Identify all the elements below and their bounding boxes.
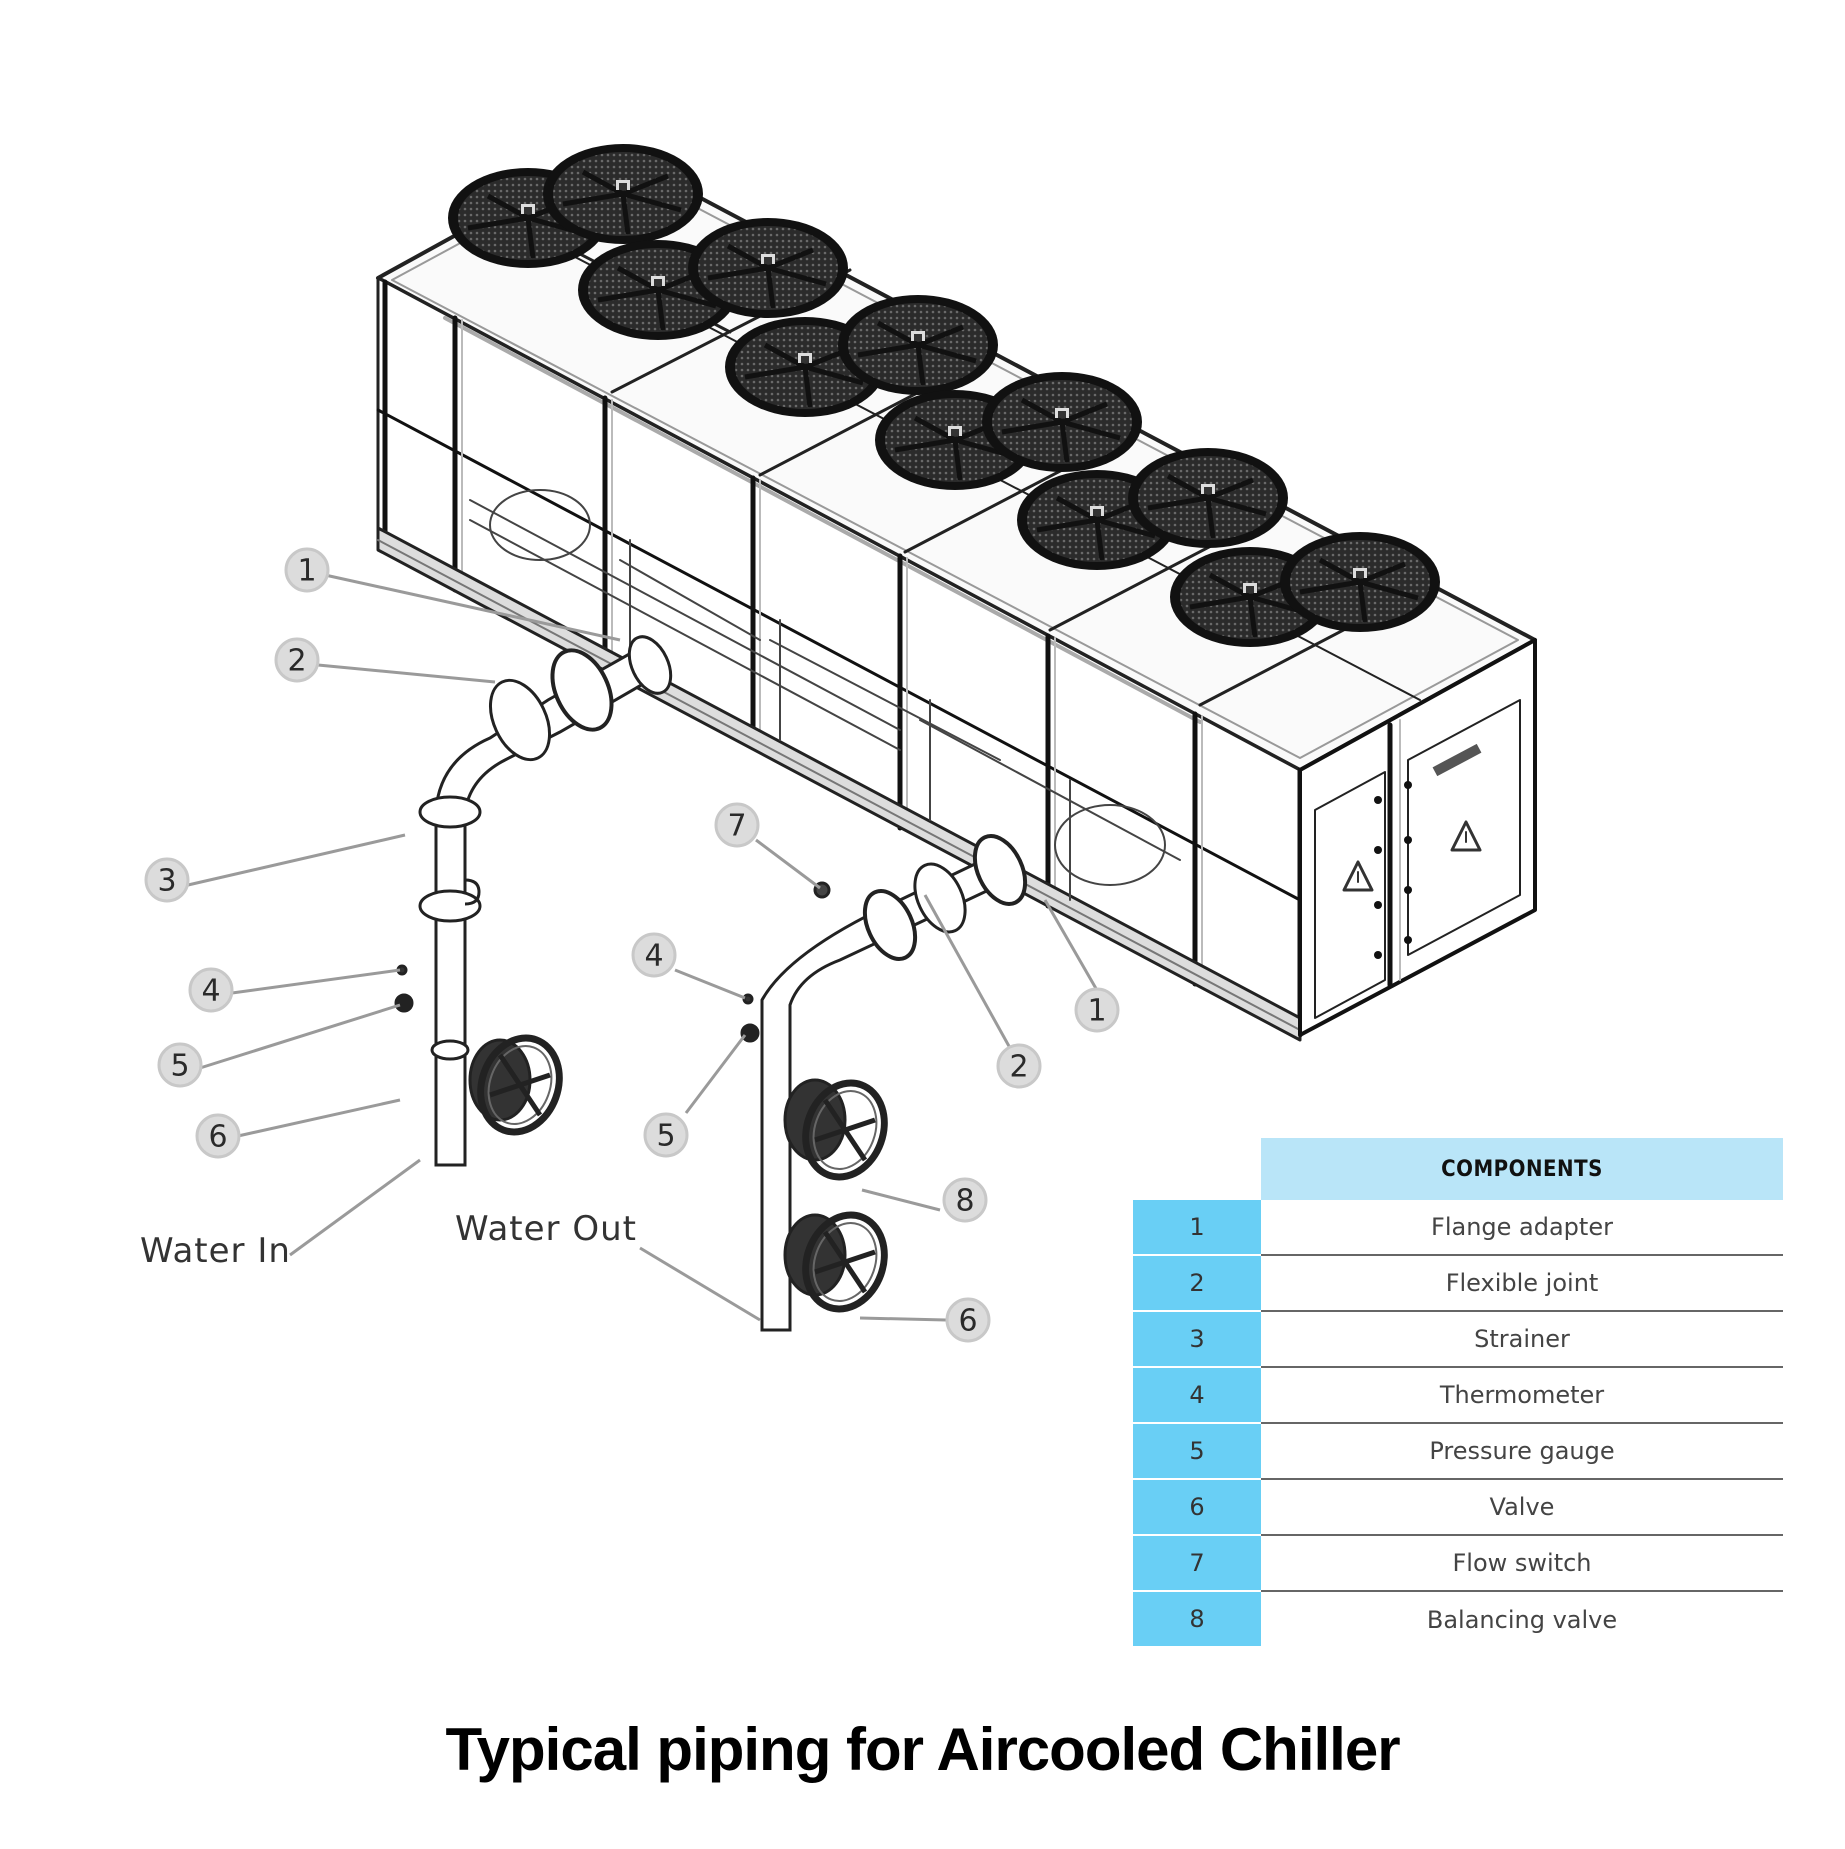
component-number: 4 — [1133, 1367, 1261, 1424]
component-name: Flexible joint — [1261, 1255, 1783, 1312]
warning-triangle-icon — [1342, 860, 1374, 892]
callout-left-6: 6 — [195, 1113, 241, 1159]
callout-label: 4 — [644, 939, 663, 974]
callout-label: 6 — [208, 1120, 227, 1155]
callout-right-6: 6 — [945, 1297, 991, 1343]
table-header-spacer — [1133, 1138, 1261, 1200]
fan-icon — [688, 218, 848, 318]
callout-left-1: 1 — [284, 547, 330, 593]
component-number: 7 — [1133, 1535, 1261, 1592]
page-title: Typical piping for Aircooled Chiller — [445, 1716, 1400, 1783]
callout-label: 1 — [1087, 994, 1106, 1029]
component-name: Thermometer — [1261, 1367, 1783, 1424]
callout-right-1: 1 — [1074, 987, 1120, 1033]
callout-label: 8 — [955, 1184, 974, 1219]
callout-right-5: 5 — [643, 1112, 689, 1158]
component-number: 8 — [1133, 1591, 1261, 1648]
callout-right-2: 2 — [996, 1043, 1042, 1089]
callout-left-4: 4 — [188, 967, 234, 1013]
callout-right-8: 8 — [942, 1177, 988, 1223]
component-name: Valve — [1261, 1479, 1783, 1536]
callout-label: 3 — [157, 864, 176, 899]
callout-label: 6 — [958, 1304, 977, 1339]
fan-icon — [1280, 532, 1440, 632]
pressure-gauge — [740, 1023, 760, 1043]
component-number: 3 — [1133, 1311, 1261, 1368]
pressure-gauge — [394, 993, 414, 1013]
component-name: Flow switch — [1261, 1535, 1783, 1592]
callout-right-4: 4 — [631, 932, 677, 978]
leader-lines — [187, 573, 1100, 1322]
table-header-row: COMPONENTS — [1133, 1138, 1783, 1200]
warning-triangle-icon — [1450, 820, 1482, 852]
brand-logo-mark — [1432, 743, 1482, 777]
fan-icon — [1128, 448, 1288, 548]
component-name: Balancing valve — [1261, 1591, 1783, 1647]
component-number: 6 — [1133, 1479, 1261, 1536]
thermometer — [742, 993, 754, 1005]
callout-label: 5 — [170, 1049, 189, 1084]
component-number: 1 — [1133, 1200, 1261, 1256]
callout-right-7: 7 — [714, 802, 760, 848]
component-number: 2 — [1133, 1255, 1261, 1312]
callout-left-3: 3 — [144, 857, 190, 903]
handwheel-icon — [468, 1027, 572, 1143]
table-header: COMPONENTS — [1261, 1138, 1783, 1200]
fan-icon — [982, 372, 1142, 472]
callout-label: 4 — [201, 974, 220, 1009]
electrical-cabinet — [1298, 638, 1537, 1037]
callout-left-2: 2 — [274, 637, 320, 683]
callout-label: 1 — [297, 554, 316, 589]
component-name: Strainer — [1261, 1311, 1783, 1368]
component-name: Pressure gauge — [1261, 1423, 1783, 1480]
callout-label: 2 — [287, 644, 306, 679]
callout-left-5: 5 — [157, 1042, 203, 1088]
component-name: Flange adapter — [1261, 1200, 1783, 1256]
callout-label: 2 — [1009, 1050, 1028, 1085]
fan-icon — [838, 295, 998, 395]
water-out-label: Water Out — [455, 1209, 637, 1249]
callouts: 1 2 3 4 5 6 7 4 5 2 1 8 6 — [144, 547, 1120, 1343]
inlet-piping — [394, 635, 673, 1167]
outlet-piping — [740, 834, 1028, 1332]
component-number: 5 — [1133, 1423, 1261, 1480]
callout-label: 5 — [656, 1119, 675, 1154]
callout-label: 7 — [727, 809, 746, 844]
fan-icon — [543, 144, 703, 244]
water-in-label: Water In — [140, 1231, 291, 1271]
